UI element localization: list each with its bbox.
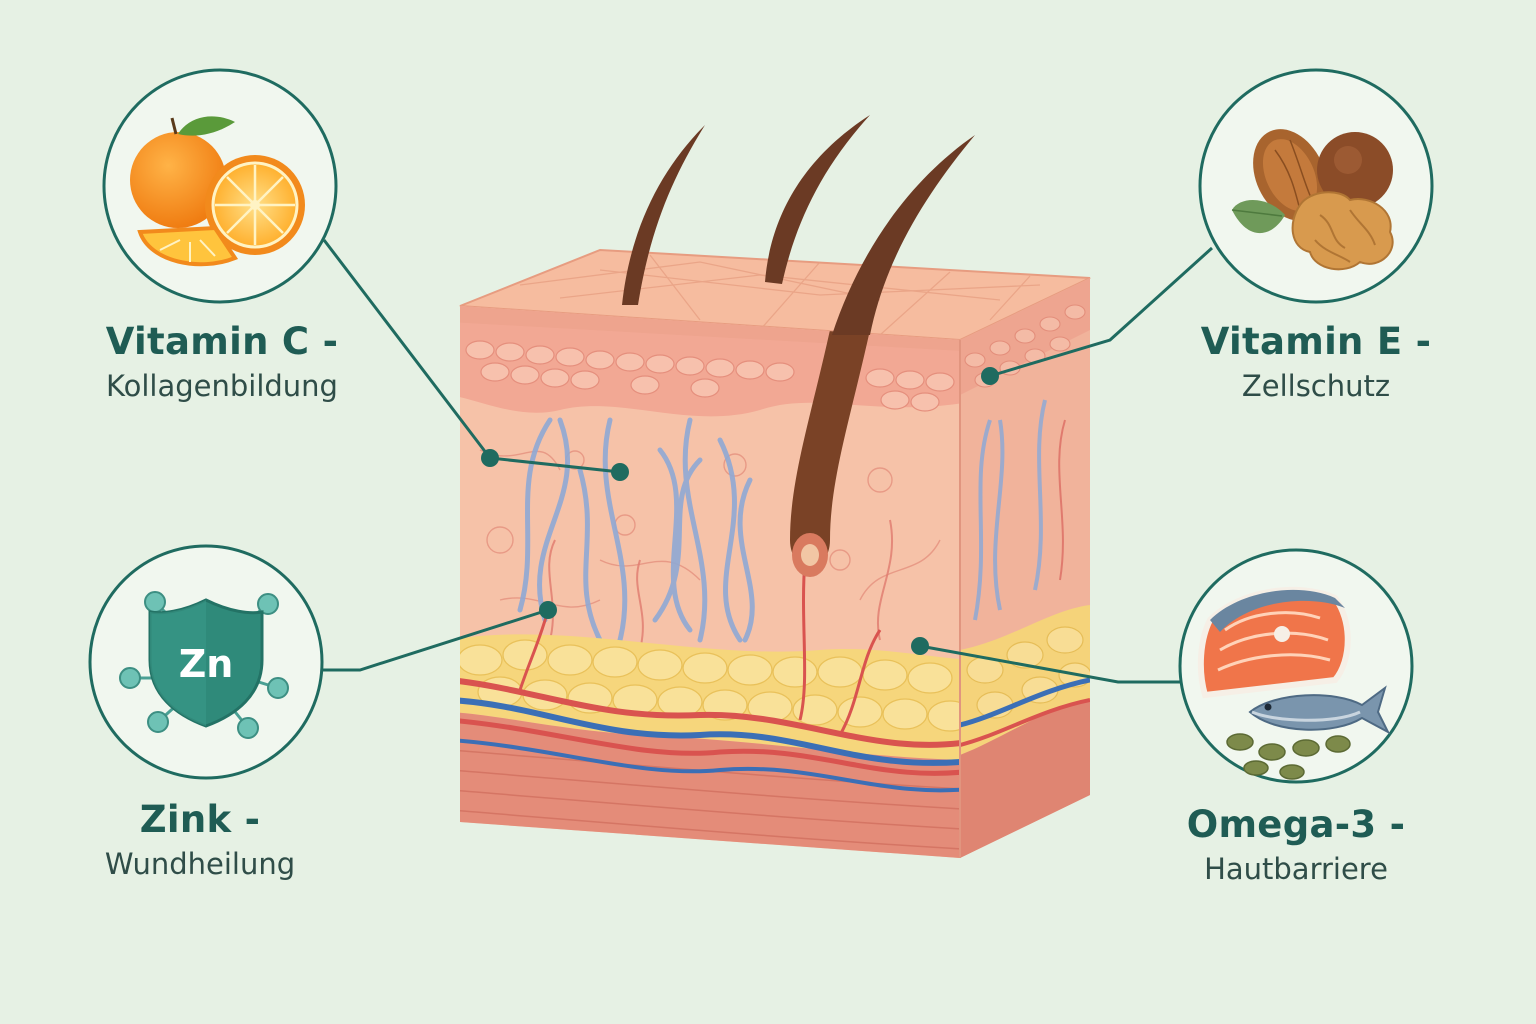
label-vitamin-c: Vitamin C - Kollagenbildung: [52, 320, 392, 403]
connector-dot: [981, 367, 999, 385]
hair-strand: [832, 135, 975, 335]
nutrient-subtitle: Hautbarriere: [1204, 852, 1388, 886]
connector-zink: [318, 608, 549, 672]
salmon-fish-icon: [1178, 548, 1414, 784]
nuts-icon: [1198, 68, 1434, 304]
skin-cross-section: [459, 115, 1091, 858]
connector-omega3: [919, 644, 1180, 684]
label-vitamin-e: Vitamin E - Zellschutz: [1146, 320, 1486, 403]
hair-strand: [765, 115, 870, 284]
orange-icon: [102, 68, 338, 304]
connector-dot: [481, 449, 499, 467]
hair-strand: [622, 125, 705, 305]
connector-dot: [611, 463, 629, 481]
nutrient-title: Zink -: [139, 798, 261, 841]
connector-dot: [539, 601, 557, 619]
connector-dot: [911, 637, 929, 655]
nutrient-subtitle: Kollagenbildung: [106, 369, 338, 403]
label-omega-3: Omega-3 - Hautbarriere: [1126, 803, 1466, 886]
nutrient-title: Omega-3 -: [1186, 803, 1406, 846]
label-zink: Zink - Wundheilung: [30, 798, 370, 881]
connector-vitamin-e: [989, 246, 1214, 378]
nutrient-subtitle: Zellschutz: [1241, 369, 1391, 403]
connector-lines: [318, 239, 1214, 684]
nutrient-title: Vitamin E -: [1200, 320, 1432, 363]
zinc-shield-icon: Zn: [88, 544, 324, 780]
zinc-symbol: Zn: [179, 642, 234, 686]
nutrient-subtitle: Wundheilung: [104, 847, 296, 881]
nutrient-title: Vitamin C -: [105, 320, 339, 363]
